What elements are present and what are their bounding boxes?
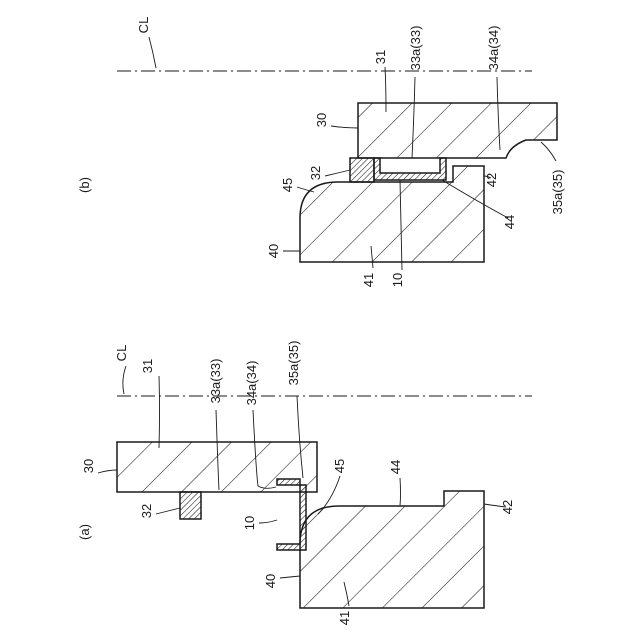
panel-a-label-35a: 35a(35): [286, 341, 301, 386]
panel-a-tag: (a): [77, 524, 92, 540]
panel-b-label-10: 10: [390, 273, 405, 287]
panel-a-label-41: 41: [337, 611, 352, 625]
panel-b-label-34a: 34a(34): [486, 26, 501, 71]
panel-a-part-32: [180, 492, 201, 519]
panel-b-label-33a: 33a(33): [408, 26, 423, 71]
panel-b-label-31: 31: [373, 50, 388, 64]
panel-b-part-32: [350, 158, 374, 182]
panel-b: (b) CL 31 33a(33) 34a(34) 30 32 45 42 44…: [77, 17, 565, 288]
panel-a: (a) CL 31 33a(33) 34a(34) 35a(35) 30 32 …: [77, 341, 532, 626]
panel-b-tag: (b): [77, 177, 92, 193]
panel-a-label-34a: 34a(34): [244, 361, 259, 406]
panel-a-label-40: 40: [263, 574, 278, 588]
panel-b-label-35a: 35a(35): [550, 170, 565, 215]
panel-a-label-42: 42: [500, 500, 515, 514]
panel-a-label-44: 44: [388, 460, 403, 474]
panel-a-part-40: [300, 491, 484, 608]
panel-a-cl-label: CL: [114, 345, 129, 362]
panel-a-label-31: 31: [140, 359, 155, 373]
panel-b-label-40: 40: [266, 244, 281, 258]
panel-b-part-10: [374, 158, 446, 180]
panel-b-part-30: [358, 103, 557, 158]
panel-a-label-32: 32: [139, 504, 154, 518]
panel-b-label-44: 44: [502, 215, 517, 229]
panel-a-label-45: 45: [332, 459, 347, 473]
panel-b-label-42: 42: [484, 173, 499, 187]
panel-a-label-30: 30: [81, 459, 96, 473]
panel-b-cl-label: CL: [136, 17, 151, 34]
panel-a-label-10: 10: [242, 516, 257, 530]
panel-b-label-41: 41: [361, 273, 376, 287]
panel-b-label-45: 45: [280, 178, 295, 192]
panel-a-label-33a: 33a(33): [208, 359, 223, 404]
panel-b-label-30: 30: [314, 113, 329, 127]
panel-b-label-32: 32: [308, 166, 323, 180]
